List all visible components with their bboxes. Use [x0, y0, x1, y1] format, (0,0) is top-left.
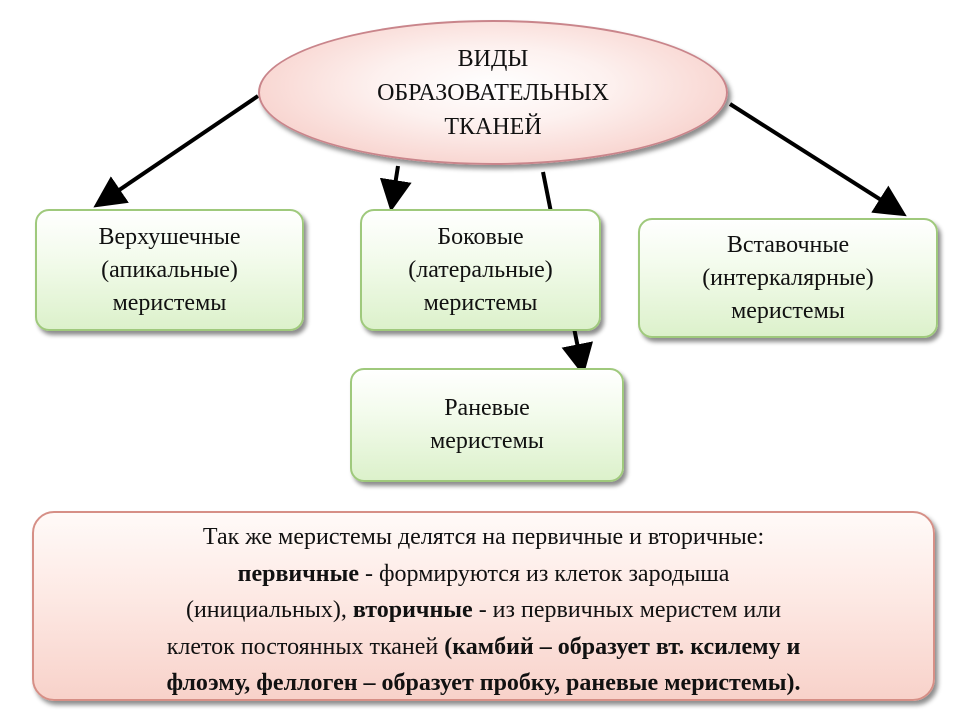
- lateral-line-1: Боковые: [437, 223, 524, 250]
- node-intercalary-meristems: Вставочные (интеркалярные) меристемы: [638, 218, 938, 338]
- root-line-1: ВИДЫ: [457, 45, 529, 72]
- apical-line-2: (апикальные): [101, 256, 238, 283]
- classification-note: Так же меристемы делятся на первичные и …: [32, 511, 935, 701]
- note-bold-tail-1: (камбий – образует вт. ксилему и: [444, 633, 801, 660]
- node-apical-meristems: Верхушечные (апикальные) меристемы: [35, 209, 304, 331]
- intercalary-line-1: Вставочные: [726, 231, 850, 258]
- arrow-to-intercalary: [728, 102, 907, 217]
- arrow-to-lateral: [379, 165, 412, 212]
- note-line-1: Так же меристемы делятся на первичные и …: [202, 524, 765, 550]
- note-bold-tail-2: флоэму, феллоген – образует пробку, ране…: [166, 670, 801, 696]
- wound-line-1: Раневые: [444, 395, 530, 421]
- note-secondary-text-cont: клеток постоянных тканей: [166, 633, 445, 660]
- lateral-line-3: меристемы: [423, 289, 538, 316]
- note-primary-term: первичные: [237, 560, 360, 587]
- lateral-line-2: (латеральные): [408, 256, 553, 283]
- node-wound-meristems: Раневые меристемы: [350, 368, 624, 482]
- arrow-to-apical: [93, 94, 260, 208]
- root-node: ВИДЫ ОБРАЗОВАТЕЛЬНЫХ ТКАНЕЙ: [258, 20, 728, 165]
- intercalary-line-3: меристемы: [731, 297, 845, 324]
- apical-line-1: Верхушечные: [98, 223, 241, 250]
- intercalary-line-2: (интеркалярные): [702, 264, 874, 291]
- node-lateral-meristems: Боковые (латеральные) меристемы: [360, 209, 601, 331]
- wound-line-2: меристемы: [430, 428, 544, 454]
- apical-line-3: меристемы: [112, 289, 227, 316]
- root-line-3: ТКАНЕЙ: [444, 113, 542, 140]
- note-primary-text-cont: (инициальных),: [185, 597, 353, 623]
- note-secondary-text: - из первичных меристем или: [472, 597, 782, 623]
- note-secondary-term: вторичные: [352, 597, 473, 623]
- note-primary-text: - формируются из клеток зародыша: [359, 560, 730, 587]
- root-line-2: ОБРАЗОВАТЕЛЬНЫХ: [377, 79, 609, 106]
